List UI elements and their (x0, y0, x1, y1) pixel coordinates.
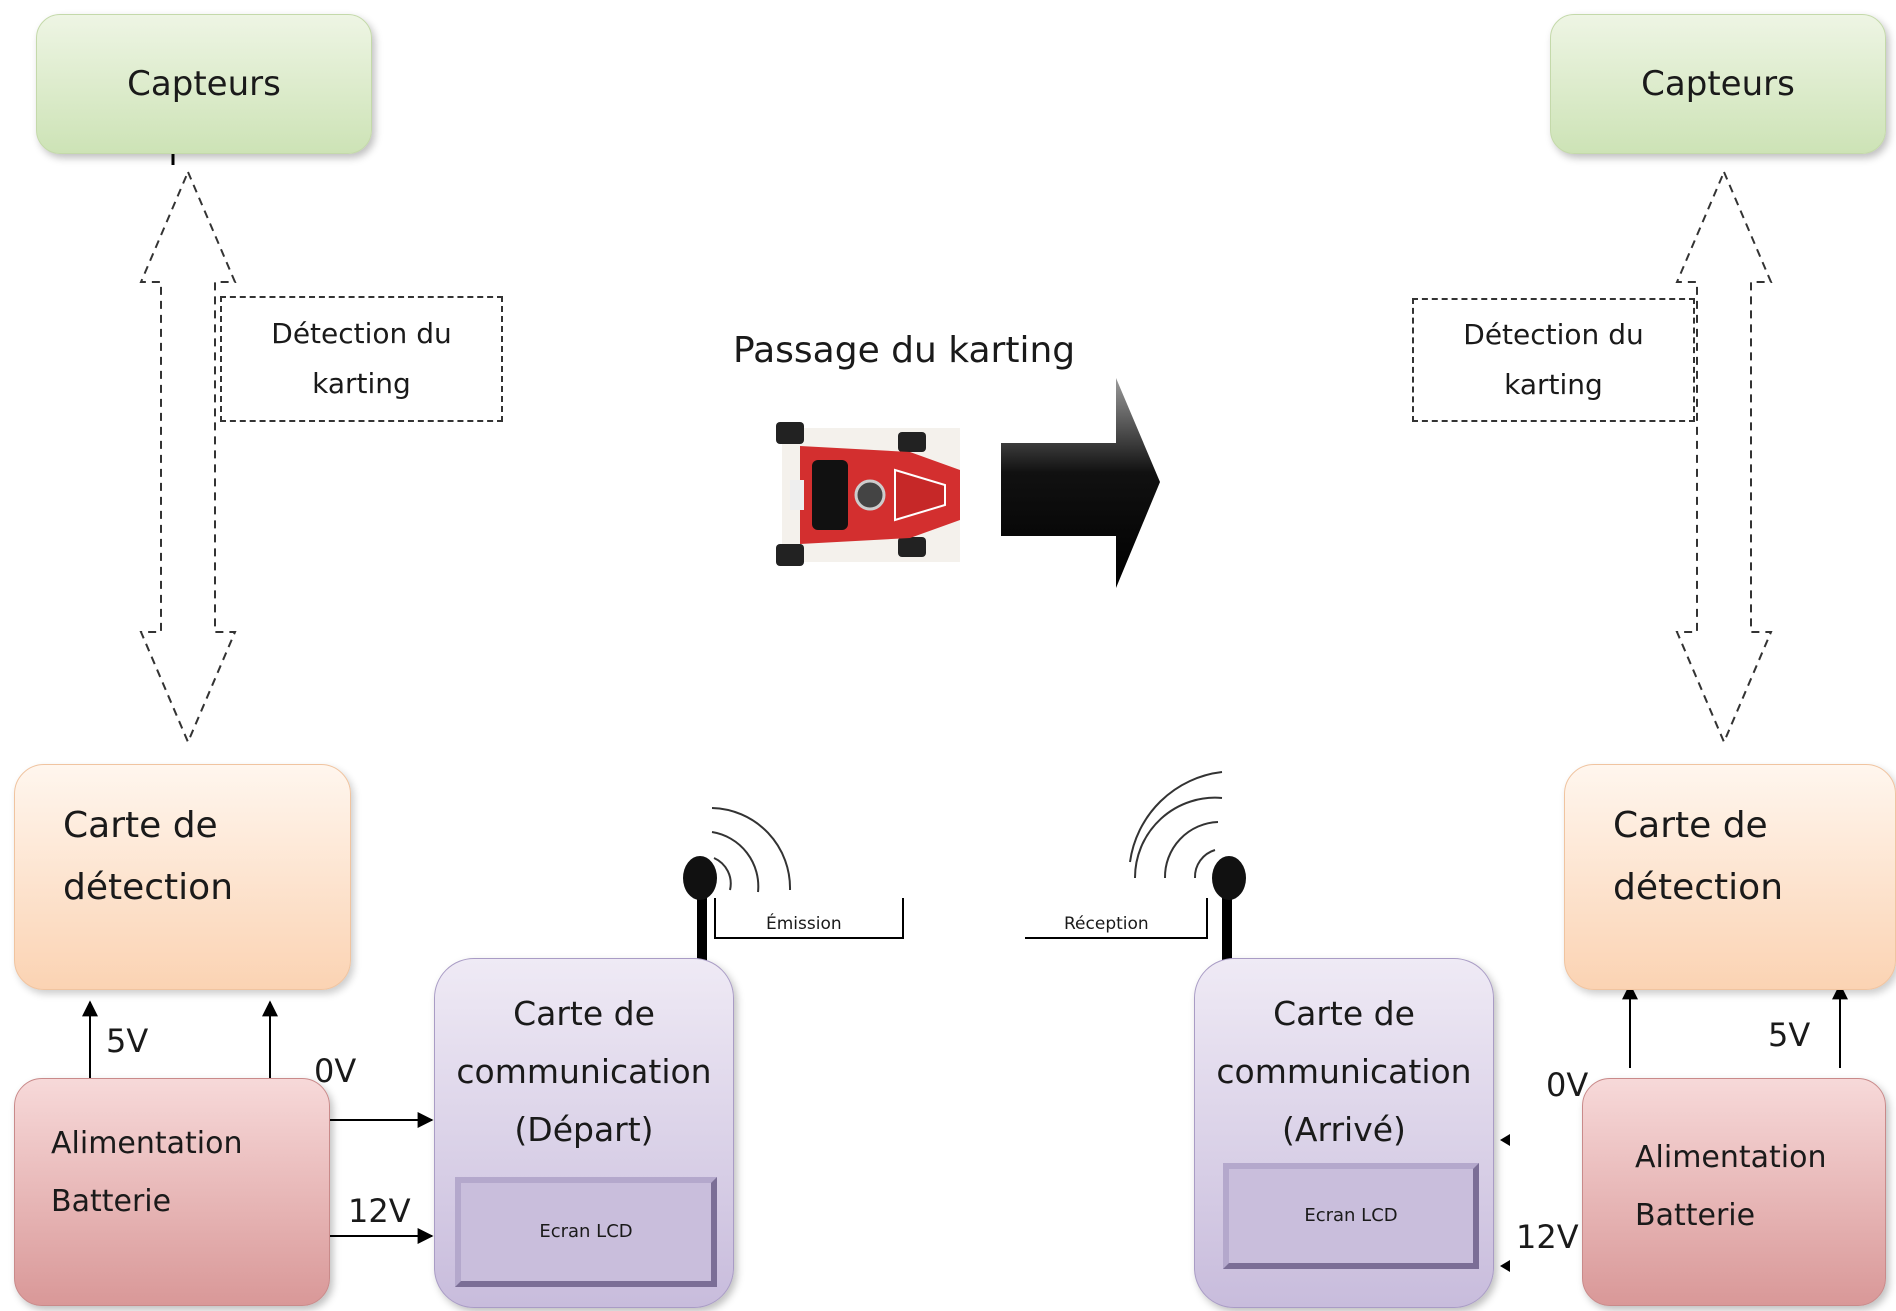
left-detection-double-arrow (139, 169, 237, 745)
reception-bracket (1025, 898, 1208, 939)
kart-image (776, 422, 960, 566)
right-detection-label: Détection du karting (1463, 318, 1644, 401)
left-detection-card: Carte de détection (14, 764, 351, 990)
right-lcd-screen: Ecran LCD (1223, 1163, 1479, 1269)
left-comm-card-label: Carte de communication (Départ) (456, 994, 712, 1149)
left-lcd-screen: Ecran LCD (455, 1177, 717, 1287)
right-0v-marker (1500, 1134, 1510, 1146)
left-lcd-label: Ecran LCD (539, 1221, 633, 1242)
reception-label: Réception (1064, 914, 1149, 934)
left-sensor-box: Capteurs (36, 14, 372, 154)
emission-bracket (714, 898, 904, 939)
left-5v-label: 5V (106, 1022, 149, 1060)
left-detection-label: Détection du karting (271, 317, 452, 400)
right-comm-card: Carte de communication (Arrivé) Ecran LC… (1194, 958, 1494, 1308)
right-detection-label-box: Détection du karting (1412, 298, 1695, 422)
right-sensor-label: Capteurs (1641, 64, 1795, 104)
right-power-label: Alimentation Batterie (1635, 1140, 1827, 1233)
right-12v-label: 12V (1516, 1218, 1579, 1256)
left-sensor-label: Capteurs (127, 64, 281, 104)
emission-label: Émission (766, 914, 842, 934)
left-detection-label-box: Détection du karting (220, 296, 503, 422)
right-0v-label: 0V (1546, 1066, 1589, 1104)
right-12v-marker (1500, 1260, 1510, 1272)
right-sensor-box: Capteurs (1550, 14, 1886, 154)
left-12v-label: 12V (348, 1192, 411, 1230)
right-detection-card-label: Carte de détection (1613, 805, 1784, 908)
left-power-box: Alimentation Batterie (14, 1078, 330, 1306)
passage-title: Passage du karting (733, 330, 1076, 371)
left-detection-card-label: Carte de détection (63, 805, 234, 908)
right-5v-label: 5V (1768, 1016, 1811, 1054)
right-comm-card-label: Carte de communication (Arrivé) (1216, 994, 1472, 1149)
right-detection-double-arrow (1675, 169, 1773, 745)
right-lcd-label: Ecran LCD (1304, 1205, 1398, 1226)
right-power-box: Alimentation Batterie (1582, 1078, 1886, 1306)
left-0v-label: 0V (314, 1052, 357, 1090)
left-power-label: Alimentation Batterie (51, 1126, 243, 1219)
left-comm-card: Carte de communication (Départ) Ecran LC… (434, 958, 734, 1308)
direction-arrow (1001, 378, 1160, 588)
right-detection-card: Carte de détection (1564, 764, 1896, 990)
